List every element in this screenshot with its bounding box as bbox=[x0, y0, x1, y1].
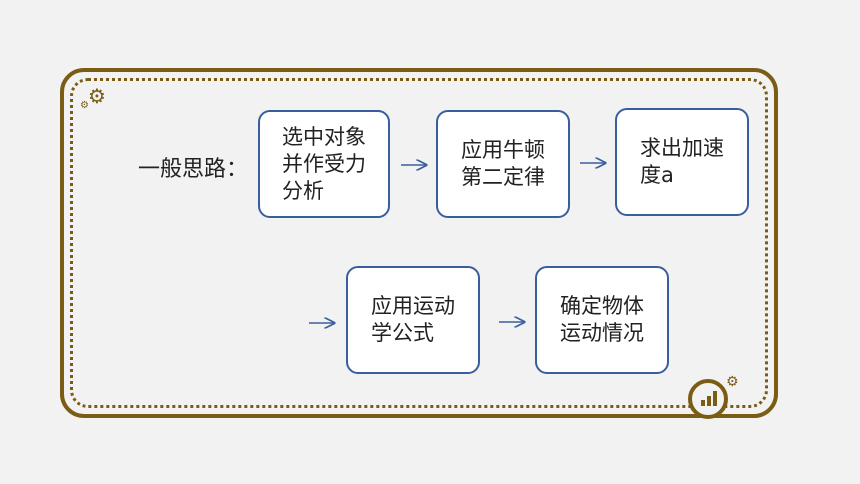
bar-chart-icon-bar bbox=[707, 396, 711, 406]
node-motion-state: 确定物体 运动情况 bbox=[535, 266, 669, 374]
node-text: 选中对象 并作受力 分析 bbox=[282, 124, 366, 203]
node-text: 应用运动 学公式 bbox=[371, 294, 455, 345]
bar-chart-icon bbox=[688, 379, 728, 419]
general-approach-label: 一般思路： bbox=[138, 157, 249, 182]
node-acceleration: 求出加速 度a bbox=[615, 108, 749, 216]
node-text: 确定物体 运动情况 bbox=[560, 294, 644, 345]
node-text: 求出加速 度a bbox=[640, 136, 724, 187]
bar-chart-icon-bar bbox=[701, 400, 705, 406]
node-kinematics-formula: 应用运动 学公式 bbox=[346, 266, 480, 374]
gear-icon-small: ⚙ bbox=[80, 100, 89, 111]
gear-icon: ⚙ bbox=[726, 374, 739, 390]
decorative-frame-outer bbox=[60, 68, 778, 418]
bar-chart-icon-bar bbox=[713, 391, 717, 406]
gear-icon: ⚙ bbox=[88, 84, 106, 108]
node-newton-second-law: 应用牛顿 第二定律 bbox=[436, 110, 570, 218]
node-select-object: 选中对象 并作受力 分析 bbox=[258, 110, 390, 218]
decorative-frame-dotted bbox=[70, 78, 768, 408]
node-text: 应用牛顿 第二定律 bbox=[461, 138, 545, 189]
